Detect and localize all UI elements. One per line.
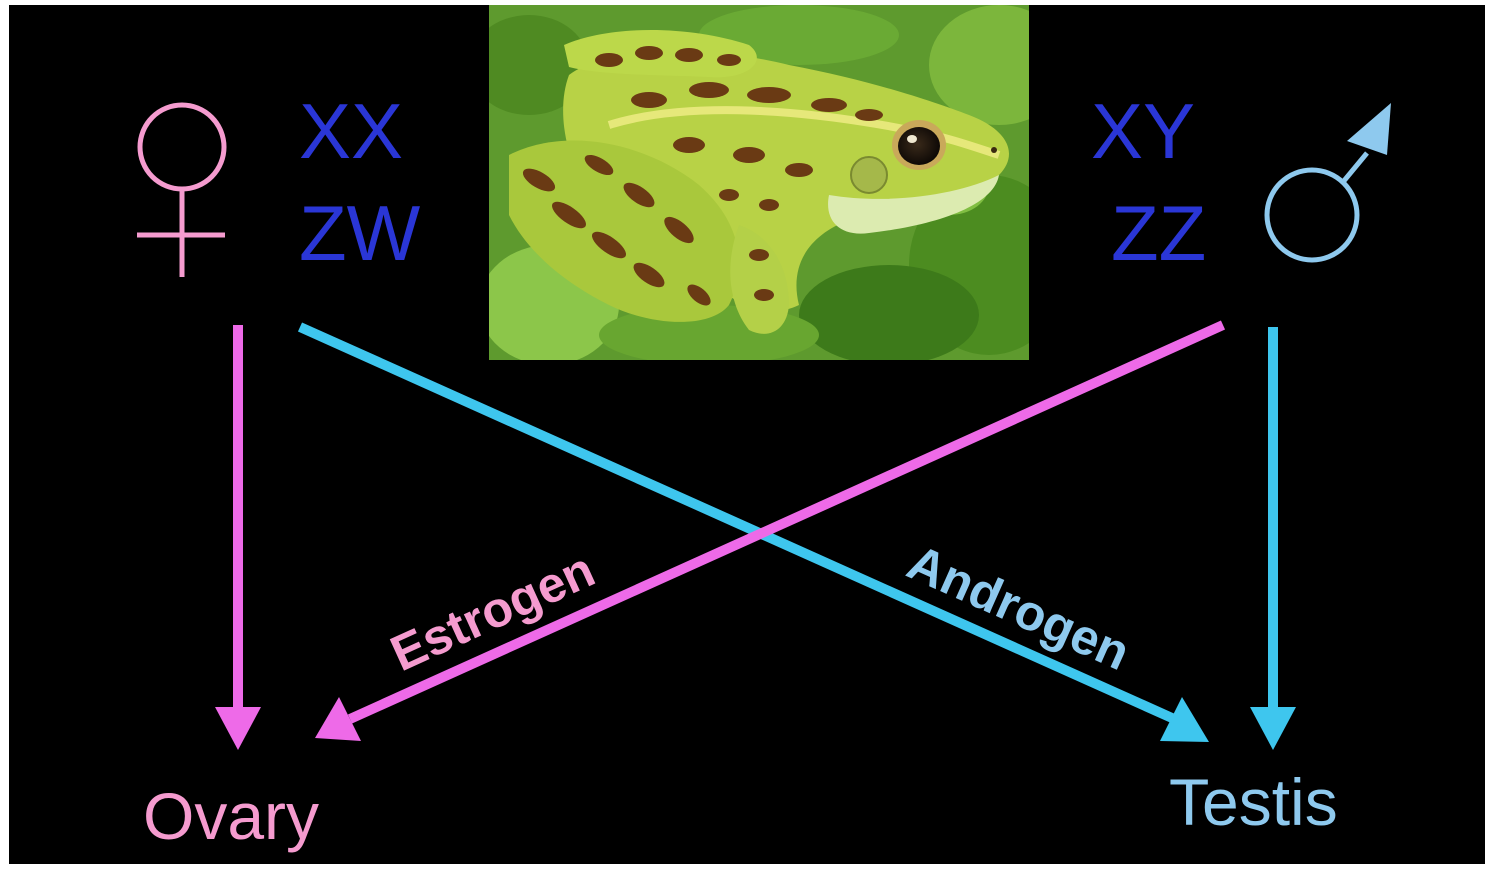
diagram-slide: XX ZW XY ZZ Estrogen Androgen [9,5,1485,864]
female-chromosome-zw: ZW [299,189,421,277]
female-to-ovary-arrow [215,325,261,750]
ovary-label: Ovary [143,779,319,853]
female-symbol-icon [137,105,225,277]
female-chromosomes: XX ZW [299,87,421,277]
male-chromosomes: XY ZZ [1091,87,1206,277]
sex-determination-diagram: XX ZW XY ZZ Estrogen Androgen [9,5,1485,864]
male-chromosome-xy: XY [1091,87,1195,175]
estrogen-label: Estrogen [382,541,602,682]
testis-label: Testis [1169,765,1338,839]
male-to-testis-arrow [1250,327,1296,750]
frog-photo [469,5,1069,365]
male-chromosome-zz: ZZ [1111,189,1206,277]
female-chromosome-xx: XX [299,87,403,175]
male-symbol-icon [1267,103,1391,260]
